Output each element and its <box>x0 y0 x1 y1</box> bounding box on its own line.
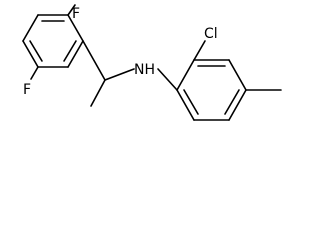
ring-b-double-3 <box>183 89 199 115</box>
ring-a-double-2 <box>63 40 77 62</box>
ring-b-bond-6 <box>176 89 195 121</box>
ring-b-double-2 <box>224 89 240 115</box>
methine-to-methyl-bond <box>90 79 106 107</box>
ring-a-bond-5 <box>22 40 39 68</box>
ring-a-double-3 <box>29 40 43 62</box>
ring-b-bond-3 <box>228 59 247 91</box>
fluorine-top-label: F <box>72 6 80 22</box>
ring-a-bond-2 <box>67 14 84 42</box>
ring-a-bond-3 <box>67 40 84 68</box>
ring-b-bond-1 <box>176 59 195 91</box>
amine-label: NH <box>134 62 155 78</box>
chemical-structure: F F NH Cl <box>22 4 282 121</box>
chlorine-label: Cl <box>204 26 218 42</box>
fluorine-bottom-label: F <box>23 82 31 98</box>
methine-to-nitrogen-bond <box>104 68 135 81</box>
ring-a-bond-6 <box>22 14 39 42</box>
nitrogen-to-ring-bond <box>157 68 178 91</box>
ring-to-methine-bond <box>82 40 106 81</box>
fluorine-top-bond <box>67 4 76 16</box>
difluorophenyl-ring <box>22 14 84 68</box>
ring-b-bond-4 <box>228 89 247 121</box>
chloromethylphenyl-ring <box>176 59 247 121</box>
chlorine-bond <box>193 40 206 61</box>
fluorine-bottom-bond <box>30 66 39 80</box>
